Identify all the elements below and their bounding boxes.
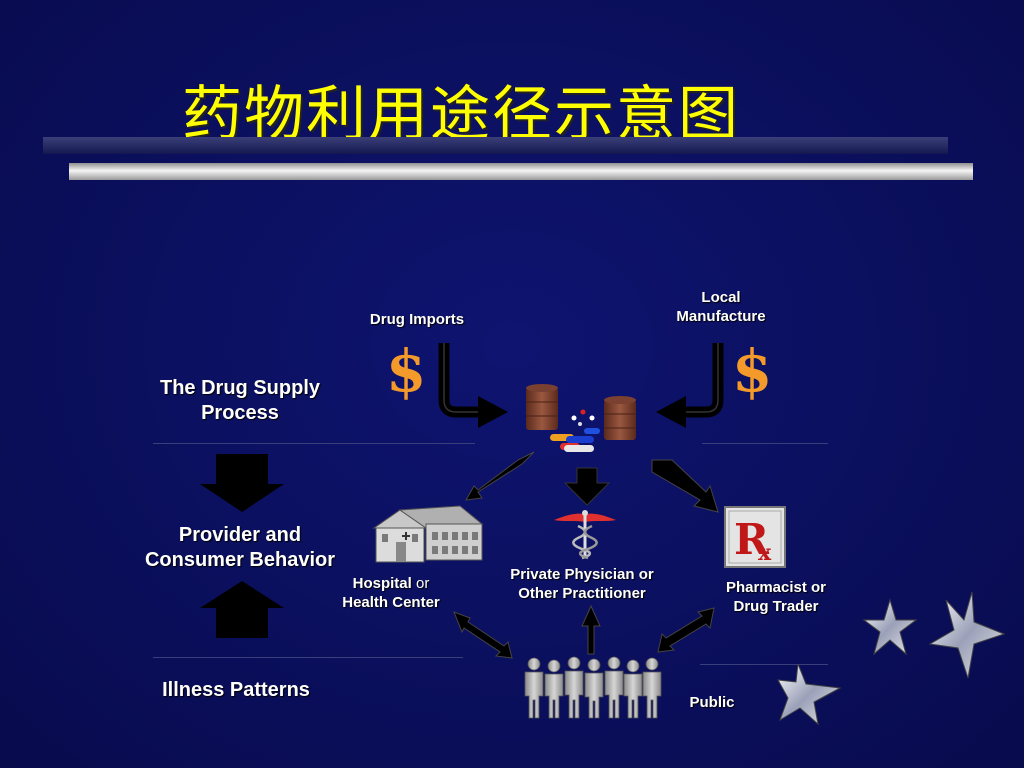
label-illness-patterns: Illness Patterns bbox=[162, 679, 310, 701]
label-public: Public bbox=[689, 694, 735, 711]
arrow-public-to-pharmacist-icon bbox=[657, 607, 715, 653]
label-provider-consumer-behavior: Provider and Consumer Behavior bbox=[144, 524, 336, 571]
star-icon bbox=[862, 598, 918, 656]
label-hospital-or: or bbox=[411, 575, 430, 592]
divider-line-right-bottom bbox=[700, 664, 828, 665]
star-icon bbox=[928, 591, 1006, 679]
arrow-to-pharmacist-icon bbox=[651, 459, 719, 513]
label-health-center: Health Center bbox=[342, 593, 440, 611]
label-hospital: Hospital bbox=[352, 575, 412, 592]
caduceus-icon bbox=[554, 510, 616, 560]
arrow-to-hospital-icon bbox=[465, 451, 535, 501]
dollar-sign-right: $ bbox=[732, 337, 773, 405]
label-pharmacist-drug-trader: Pharmacist or Drug Trader bbox=[725, 579, 827, 615]
arrow-public-to-hospital-icon bbox=[453, 611, 513, 659]
imports-curved-arrow-icon bbox=[438, 343, 508, 428]
divider-line-right-top bbox=[702, 443, 828, 444]
arrow-public-to-physician-icon bbox=[581, 604, 601, 655]
rx-letter-x: x bbox=[758, 540, 772, 566]
up-block-arrow bbox=[200, 581, 284, 638]
people-group-icon bbox=[524, 656, 662, 719]
label-private-physician: Private Physician or Other Practitioner bbox=[510, 566, 654, 602]
label-drug-imports: Drug Imports bbox=[369, 311, 465, 328]
divider-line-left-top bbox=[153, 443, 475, 444]
label-hospital-health-center: Hospital or Health Center bbox=[328, 575, 454, 613]
title-underline-silver bbox=[69, 163, 973, 180]
divider-line-left-bottom bbox=[153, 657, 463, 658]
hospital-building-icon bbox=[372, 505, 484, 563]
label-local-manufacture: Local Manufacture bbox=[676, 289, 766, 325]
down-block-arrow bbox=[200, 454, 284, 512]
title-underline-dark bbox=[43, 137, 948, 154]
rx-symbol-icon: R x bbox=[724, 506, 786, 568]
dollar-sign-left: $ bbox=[386, 337, 427, 405]
arrow-to-physician-icon bbox=[563, 467, 611, 506]
rx-letter-r: R bbox=[734, 515, 770, 564]
pill-barrels-icon bbox=[526, 384, 636, 452]
label-drug-supply-process: The Drug Supply Process bbox=[160, 377, 320, 424]
manufacture-curved-arrow-icon bbox=[656, 343, 724, 428]
star-icon bbox=[777, 663, 842, 726]
